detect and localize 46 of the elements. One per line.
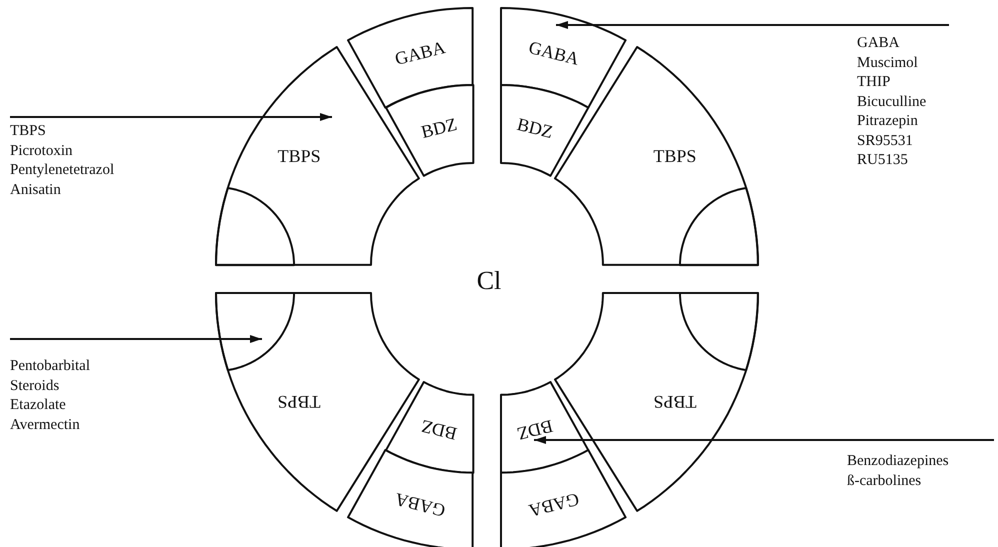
drug-name: Pentobarbital — [10, 357, 91, 376]
ring-segment — [384, 84, 474, 177]
drug-name: Etazolate — [10, 396, 67, 415]
site-label: TBPS — [653, 147, 696, 166]
site-label: BDZ — [419, 416, 458, 443]
drug-name: Bicuculline — [857, 92, 928, 112]
ion-label: Cl — [476, 266, 502, 296]
site-label: BDZ — [515, 416, 555, 443]
ring-segment — [500, 7, 627, 109]
site-label: TBPS — [278, 392, 321, 411]
drug-name: RU5135 — [857, 151, 909, 170]
site-label: GABA — [526, 490, 581, 520]
site-label: TBPS — [653, 392, 696, 411]
drug-name: Anisatin — [10, 180, 62, 200]
drug-name: Picrotoxin — [10, 142, 74, 160]
ring-segment — [500, 449, 627, 547]
drug-name: SR95531 — [857, 132, 914, 150]
ring-segment — [347, 7, 474, 109]
drug-name: GABA — [857, 34, 901, 53]
ring-segment — [500, 84, 590, 177]
site-label: BDZ — [419, 115, 458, 142]
drug-name: THIP — [857, 73, 892, 92]
quarter-circle-site — [215, 186, 295, 266]
ring-segment — [500, 381, 590, 474]
arrow — [10, 113, 332, 121]
drug-name: Pitrazepin — [857, 112, 919, 131]
arrow — [556, 21, 949, 29]
ring-segment — [384, 381, 474, 474]
arrow — [10, 335, 262, 343]
drug-name: Muscimol — [857, 54, 919, 72]
drug-name: Avermectin — [10, 416, 81, 434]
ring-segment — [347, 449, 474, 547]
site-label: GABA — [393, 490, 448, 520]
arrow — [534, 436, 994, 444]
site-label: GABA — [526, 38, 581, 68]
drug-name: ß-carbolines — [847, 472, 922, 490]
site-label: GABA — [393, 38, 448, 68]
site-label: TBPS — [278, 147, 321, 166]
drug-name: TBPS — [10, 122, 47, 141]
drug-name: Pentylenetetrazol — [10, 161, 116, 180]
site-label: BDZ — [515, 115, 555, 142]
drug-name: Steroids — [10, 376, 60, 396]
quarter-circle-site — [678, 292, 759, 372]
quarter-circle-site — [215, 292, 295, 372]
drug-name: Benzodiazepines — [847, 452, 950, 471]
quarter-circle-site — [678, 186, 759, 266]
